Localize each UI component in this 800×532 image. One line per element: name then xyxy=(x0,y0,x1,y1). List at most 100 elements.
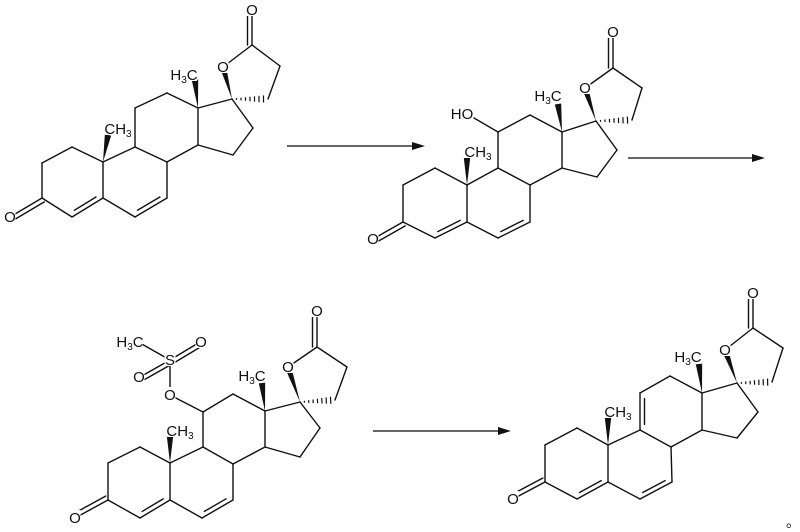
atom-label-o: O xyxy=(133,369,145,386)
atom-label-ch3: CH3 xyxy=(464,144,492,163)
compound-4-9-11-dehydro: O O O CH3 H3C xyxy=(507,285,784,508)
single-bond xyxy=(736,411,759,439)
svg-text:H3C: H3C xyxy=(116,334,143,353)
single-bond xyxy=(316,346,348,368)
double-bond xyxy=(641,479,666,494)
double-bond xyxy=(437,219,461,233)
atom-label-ch3: CH3 xyxy=(604,404,632,423)
single-bond xyxy=(139,499,171,519)
single-bond xyxy=(497,167,531,186)
atom-label-o: O xyxy=(367,231,379,248)
double-bond xyxy=(73,196,97,212)
single-bond xyxy=(231,98,254,129)
svg-text:HO: HO xyxy=(451,106,474,123)
svg-text:O: O xyxy=(217,59,229,76)
wedge-bond xyxy=(219,66,232,99)
single-bond xyxy=(299,427,321,458)
single-bond xyxy=(264,401,301,412)
single-bond xyxy=(139,446,171,464)
atom-label-o: O xyxy=(747,285,759,302)
double-bond xyxy=(141,498,164,513)
single-bond xyxy=(169,499,203,519)
double-bond xyxy=(374,225,406,244)
double-bond xyxy=(171,345,204,365)
atom-label-o: O xyxy=(719,342,731,359)
svg-text:O: O xyxy=(579,80,591,97)
atom-label-h3c: H3C xyxy=(170,67,198,86)
double-bond xyxy=(11,201,45,222)
atom-label-h3c: H3C xyxy=(674,349,702,368)
arrow-step-3 xyxy=(373,427,511,435)
atom-label-h3c: H3C xyxy=(116,334,144,353)
single-bond xyxy=(595,120,618,151)
svg-text:O: O xyxy=(719,342,731,359)
arrow-step-2 xyxy=(628,154,765,162)
svg-text:O: O xyxy=(246,2,258,19)
single-bond xyxy=(71,197,104,218)
svg-text:O: O xyxy=(507,491,519,508)
hashed-bond xyxy=(299,396,332,404)
single-bond xyxy=(197,144,234,156)
single-bond xyxy=(434,167,468,186)
wedge-bond xyxy=(604,418,612,445)
svg-text:H3C: H3C xyxy=(674,349,701,368)
svg-text:O: O xyxy=(4,209,16,226)
atom-label-o: O xyxy=(4,209,16,226)
compound-1-canrenone: O O O CH3 H3C xyxy=(4,2,281,226)
single-bond xyxy=(473,117,499,133)
svg-text:O: O xyxy=(69,510,81,527)
reaction-arrows-layer xyxy=(287,142,765,435)
single-bond xyxy=(166,92,199,109)
wedge-bond xyxy=(554,103,562,132)
hashed-bond xyxy=(595,116,629,124)
svg-text:H3C: H3C xyxy=(170,67,197,86)
atom-label-ho: HO xyxy=(451,106,474,123)
single-bond xyxy=(701,429,738,439)
single-bond xyxy=(639,481,673,500)
single-bond xyxy=(466,167,499,186)
svg-text:CH3: CH3 xyxy=(166,423,194,442)
atom-label-o: O xyxy=(69,510,81,527)
single-bond xyxy=(102,197,136,218)
single-bond xyxy=(669,375,703,394)
single-bond xyxy=(544,481,578,500)
single-bond xyxy=(561,167,598,178)
single-bond xyxy=(736,382,759,413)
svg-text:O: O xyxy=(133,369,145,386)
molecules-layer: OOOCH3H3COOOCH3H3CHOOOOCH3H3COSOOH3COOOC… xyxy=(4,2,784,527)
single-bond xyxy=(334,366,348,401)
wedge-bond xyxy=(721,348,737,383)
single-bond xyxy=(232,127,254,156)
arrow-head-icon xyxy=(752,154,765,162)
svg-text:H3C: H3C xyxy=(534,88,561,107)
svg-text:S: S xyxy=(165,352,175,369)
single-bond xyxy=(202,393,234,413)
single-bond xyxy=(561,120,597,133)
single-bond xyxy=(544,427,578,446)
single-bond xyxy=(169,446,204,464)
trailing-period-mark: 。 xyxy=(786,515,800,531)
single-bond xyxy=(612,67,643,89)
svg-text:CH3: CH3 xyxy=(104,121,132,140)
svg-text:O: O xyxy=(164,387,176,404)
atom-label-o: O xyxy=(246,2,258,19)
double-bond xyxy=(136,196,161,211)
atom-label-h3c: H3C xyxy=(534,88,562,107)
hashed-bond xyxy=(736,378,769,386)
svg-text:O: O xyxy=(747,285,759,302)
single-bond xyxy=(670,446,673,483)
single-bond xyxy=(41,146,73,164)
single-bond xyxy=(701,382,738,394)
single-bond xyxy=(402,167,436,186)
svg-text:O: O xyxy=(311,303,323,320)
single-bond xyxy=(232,446,266,465)
single-bond xyxy=(102,146,136,163)
single-bond xyxy=(201,499,234,519)
svg-text:O: O xyxy=(282,359,294,376)
single-bond xyxy=(264,446,301,458)
single-bond xyxy=(267,65,281,100)
atom-label-o: O xyxy=(311,303,323,320)
svg-text:O: O xyxy=(607,24,619,41)
single-bond xyxy=(202,446,234,465)
